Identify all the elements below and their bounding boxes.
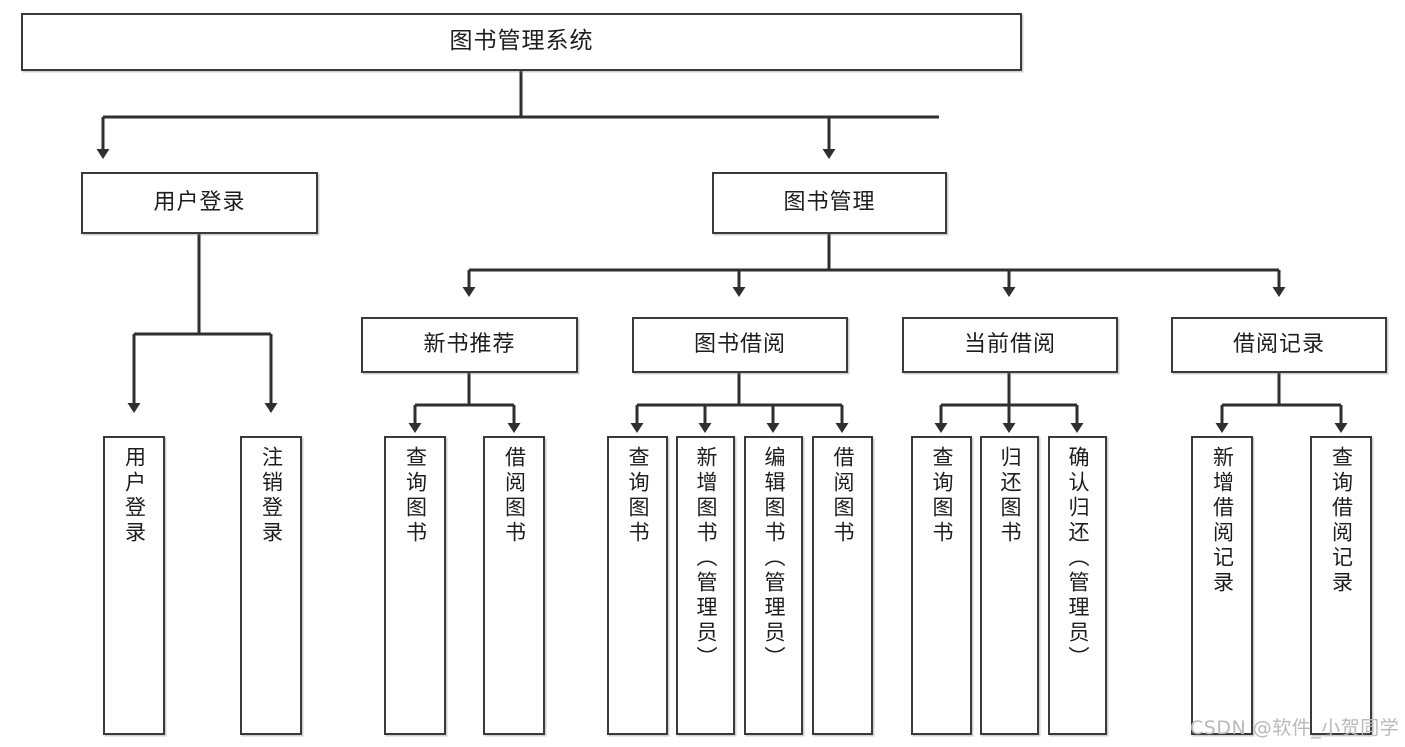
node-leaf-query-book-recommend[interactable]: 查询图书: [384, 436, 446, 735]
node-leaf-user-login[interactable]: 用户登录: [103, 436, 165, 735]
node-label: 借阅记录: [1232, 331, 1325, 357]
node-leaf-borrow-book[interactable]: 借阅图书: [812, 436, 873, 735]
node-label: 查询图书: [930, 446, 954, 546]
node-leaf-logout[interactable]: 注销登录: [240, 436, 302, 735]
node-label: 查询图书: [403, 446, 428, 546]
node-root-book-management-system[interactable]: 图书管理系统: [21, 13, 1022, 71]
node-leaf-edit-book-admin[interactable]: 编辑图书（管理员）: [744, 436, 803, 735]
node-label: 编辑图书（管理员）: [762, 446, 786, 671]
node-new-book-recommend[interactable]: 新书推荐: [361, 317, 578, 373]
node-leaf-query-book-borrow[interactable]: 查询图书: [607, 436, 668, 735]
node-label: 新书推荐: [423, 331, 516, 357]
node-label: 用户登录: [122, 446, 147, 546]
csdn-watermark: CSDN @软件_小贺同学: [1190, 717, 1400, 739]
node-label: 新增图书（管理员）: [694, 446, 718, 671]
node-current-borrow[interactable]: 当前借阅: [902, 317, 1118, 373]
node-book-management[interactable]: 图书管理: [712, 172, 947, 234]
node-label: 查询借阅记录: [1329, 446, 1354, 596]
node-book-borrow[interactable]: 图书借阅: [632, 317, 848, 373]
node-label: 查询图书: [626, 446, 650, 546]
node-leaf-add-borrow-record[interactable]: 新增借阅记录: [1191, 436, 1253, 735]
node-leaf-query-borrow-record[interactable]: 查询借阅记录: [1310, 436, 1372, 735]
node-label: 当前借阅: [963, 331, 1056, 357]
node-label: 用户登录: [153, 189, 246, 215]
node-label: 借阅图书: [502, 446, 527, 546]
node-label: 归还图书: [998, 446, 1022, 546]
node-leaf-add-book-admin[interactable]: 新增图书（管理员）: [676, 436, 735, 735]
node-label: 注销登录: [259, 446, 284, 546]
node-user-login[interactable]: 用户登录: [81, 172, 318, 234]
node-leaf-borrow-book-recommend[interactable]: 借阅图书: [483, 436, 545, 735]
node-label: 借阅图书: [831, 446, 855, 546]
node-label: 新增借阅记录: [1210, 446, 1235, 596]
node-label: 图书管理: [783, 189, 876, 215]
node-leaf-query-book-current[interactable]: 查询图书: [911, 436, 972, 735]
node-label: 图书借阅: [693, 331, 786, 357]
node-leaf-confirm-return-admin[interactable]: 确认归还（管理员）: [1048, 436, 1107, 735]
node-leaf-return-book[interactable]: 归还图书: [980, 436, 1039, 735]
node-label: 图书管理系统: [449, 28, 594, 55]
node-borrow-record[interactable]: 借阅记录: [1171, 317, 1387, 373]
node-label: 确认归还（管理员）: [1066, 446, 1090, 671]
